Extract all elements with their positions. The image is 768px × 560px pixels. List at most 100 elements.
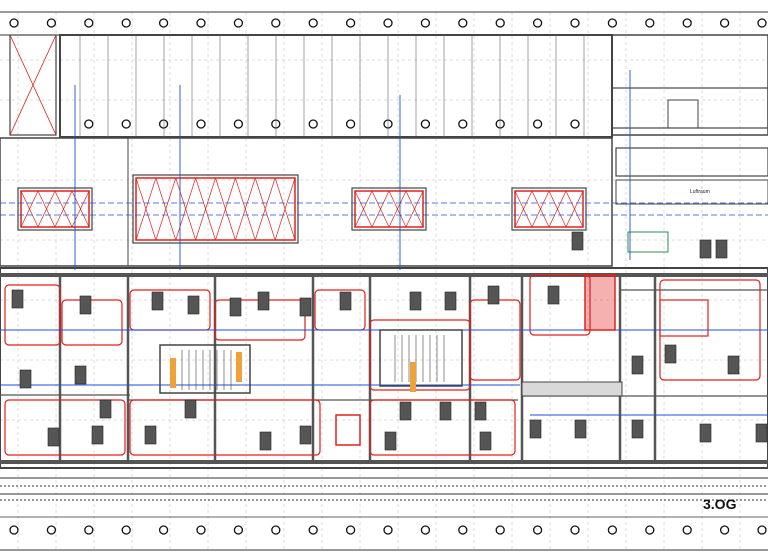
grid-axis-marker <box>121 18 131 28</box>
grid-axis-marker <box>682 525 692 535</box>
desk-workstation <box>439 401 452 421</box>
grid-axis-marker <box>495 525 505 535</box>
skylights <box>17 174 587 244</box>
grid-axis-marker <box>532 119 543 129</box>
grid-axis-marker <box>84 525 94 535</box>
grid-axis-marker <box>84 18 94 28</box>
atrium-mullions <box>79 35 585 137</box>
grid-axis-marker <box>420 525 431 535</box>
skylight-cross <box>215 177 236 241</box>
grid-axis-marker <box>645 18 655 28</box>
grid-axis-marker <box>682 18 692 28</box>
skylight-cross <box>254 177 276 241</box>
grid-axis-marker <box>121 525 131 535</box>
grid-axis-marker <box>84 119 94 129</box>
skylight-zone <box>0 137 768 267</box>
room-label-luftraum: Luftraum <box>690 189 710 195</box>
skylight-cross <box>371 190 390 228</box>
fire-zone <box>4 399 126 456</box>
fire-zone <box>129 399 321 456</box>
fire-zone <box>61 299 123 346</box>
skylight-cross <box>514 190 533 228</box>
desk-workstation <box>144 425 157 445</box>
desk-workstation <box>409 291 422 311</box>
skylight-cross <box>20 190 39 228</box>
grid-axis-marker <box>383 525 393 535</box>
grid-axis-marker <box>271 18 281 28</box>
floor-level-label: 3.OG <box>703 496 737 512</box>
skylight-cross <box>531 190 550 228</box>
skylight-cross <box>565 190 584 228</box>
facade-bands <box>0 477 768 501</box>
grid-axis-marker <box>719 525 730 535</box>
office-floor <box>0 70 768 469</box>
fire-zone <box>4 284 61 346</box>
grid-axis-marker <box>46 525 57 535</box>
grid-axis-marker <box>158 119 169 129</box>
grid-axis-marker <box>196 119 206 129</box>
skylight-cross <box>354 190 373 228</box>
grid-axis-marker <box>345 18 356 28</box>
desk-workstation <box>19 369 32 389</box>
grid-axis-marker <box>645 525 655 535</box>
skylight-cross <box>155 177 177 241</box>
grid-axis-marker <box>196 525 206 535</box>
grid-axis-marker <box>570 525 580 535</box>
grid-axis-marker <box>570 18 580 28</box>
desk-workstation <box>151 291 164 311</box>
grid-axis-marker <box>570 119 580 129</box>
fire-zone <box>369 399 516 456</box>
desk-workstation <box>529 419 542 439</box>
desk-workstation <box>571 231 584 251</box>
skylight-cross <box>548 190 567 228</box>
grid-axis-marker <box>345 525 356 535</box>
grid-axis-marker <box>532 525 543 535</box>
grid-axis-marker <box>121 119 131 129</box>
grid-axis-marker <box>158 525 169 535</box>
grid-axis-marker <box>420 119 431 129</box>
grid-axis-marker <box>233 119 244 129</box>
desk-workstation <box>184 399 197 419</box>
desk-workstation <box>755 423 768 443</box>
axis-markers-bottom <box>9 525 767 535</box>
fire-zone <box>529 274 591 336</box>
desk-workstation <box>339 291 352 311</box>
desks <box>11 231 768 451</box>
grid-axis-marker <box>383 18 393 28</box>
grid-axis-marker <box>757 18 767 28</box>
grid-axis-marker <box>9 18 19 28</box>
desk-workstation <box>715 239 728 259</box>
desk-workstation <box>631 355 644 375</box>
desk-workstation <box>487 285 500 305</box>
desk-workstation <box>699 423 712 443</box>
desk-workstation <box>547 285 560 305</box>
grid-axis-marker <box>757 525 767 535</box>
desk-workstation <box>47 427 60 447</box>
desk-workstation <box>727 355 740 375</box>
grid-axis-marker <box>458 525 468 535</box>
desk-workstation <box>444 291 457 311</box>
skylight-cross <box>54 190 73 228</box>
grid-axis-marker <box>308 119 318 129</box>
skylight-cross <box>175 177 196 241</box>
grid-axis-marker <box>420 18 431 28</box>
desk-workstation <box>259 431 272 451</box>
grid-axis-marker <box>271 525 281 535</box>
desk-workstation <box>299 297 312 317</box>
grid-axis-marker <box>196 18 206 28</box>
desk-workstation <box>479 431 492 451</box>
desk-workstation <box>664 344 677 364</box>
grid-axis-marker <box>46 18 57 28</box>
grid-axis-marker <box>607 18 618 28</box>
skylight-cross <box>195 177 216 241</box>
desk-workstation <box>574 419 587 439</box>
desk-workstation <box>384 431 397 451</box>
desk-workstation <box>229 297 242 317</box>
desk-workstation <box>74 365 87 385</box>
desk-workstation <box>91 425 104 445</box>
skylight-cross <box>135 177 157 241</box>
skylight-cross <box>405 190 424 228</box>
grid-axis-marker <box>308 525 318 535</box>
skylight-cross <box>37 190 56 228</box>
